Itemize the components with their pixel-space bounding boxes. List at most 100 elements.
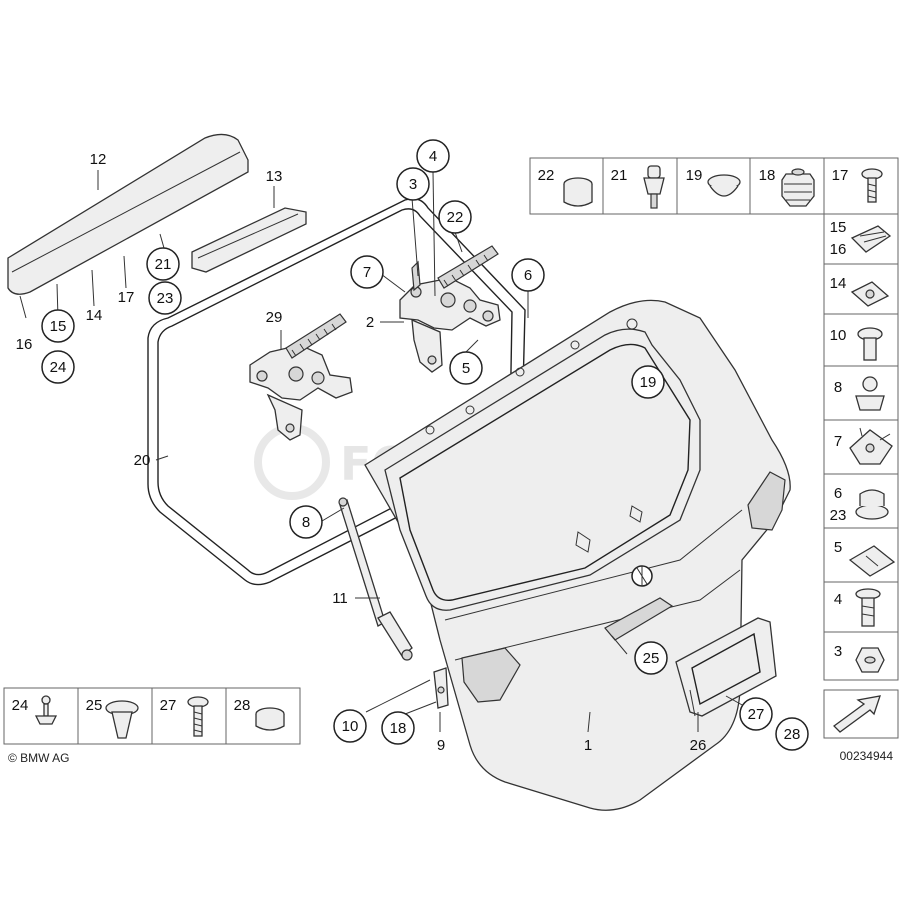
expansion-clip-icon	[105, 700, 139, 739]
right-legend-15: 15	[830, 219, 847, 236]
spoiler-trim-part	[191, 207, 307, 273]
leader-lines	[19, 170, 745, 733]
tailgate-part	[364, 299, 791, 811]
right-legend-5: 5	[834, 539, 842, 556]
callout-circle-22	[438, 200, 472, 234]
callout-17: 17	[118, 289, 135, 306]
bottom-legend-27: 27	[160, 697, 177, 714]
callout-circle-4	[416, 139, 450, 173]
shim-plate-icon	[848, 545, 896, 577]
callout-circle-27	[739, 697, 773, 731]
callout-7: 7	[363, 264, 371, 281]
callout-circle-6	[511, 258, 545, 292]
callout-circle-24	[41, 350, 75, 384]
callout-15: 15	[50, 318, 67, 335]
collar-nut-icon	[855, 489, 889, 520]
callout-13: 13	[266, 168, 283, 185]
spoiler-part	[7, 133, 249, 295]
right-legend-7: 7	[834, 433, 842, 450]
clip-icon	[643, 165, 665, 209]
callout-circle-7	[350, 255, 384, 289]
callout-circle-28	[775, 717, 809, 751]
callout-25: 25	[643, 650, 660, 667]
callout-6: 6	[524, 267, 532, 284]
callout-5: 5	[462, 360, 470, 377]
hex-nut-icon	[855, 647, 885, 673]
buffer-icon	[781, 168, 815, 207]
right-legend-8: 8	[834, 379, 842, 396]
right-legend-table: 15 16 14 10 8 7 6 23	[823, 213, 899, 681]
callout-20: 20	[134, 452, 151, 469]
right-legend-23: 23	[830, 507, 847, 524]
ball-stud-icon	[855, 376, 885, 411]
callout-9: 9	[437, 737, 445, 754]
figure-number: 00234944	[840, 749, 894, 763]
tapping-screw-icon	[187, 696, 209, 737]
right-hinge-part	[399, 245, 501, 373]
callout-circle-25	[634, 641, 668, 675]
callout-circle-3	[396, 167, 430, 201]
bottom-legend-24: 24	[12, 697, 29, 714]
right-legend-4: 4	[834, 591, 842, 608]
bottom-legend-25: 25	[86, 697, 103, 714]
top-legend-18: 18	[759, 167, 776, 184]
callout-3: 3	[409, 176, 417, 193]
screw-icon	[861, 168, 883, 203]
bottom-legend-28: 28	[234, 697, 251, 714]
callout-12: 12	[90, 151, 107, 168]
bolt-icon	[857, 327, 883, 361]
hex-bolt-icon	[855, 588, 881, 627]
callout-4: 4	[429, 148, 437, 165]
right-legend-14: 14	[830, 275, 847, 292]
callout-circle-23	[148, 281, 182, 315]
left-hinge-part	[249, 313, 353, 441]
right-legend-16: 16	[830, 241, 847, 258]
emblem-clip-icon	[850, 225, 892, 253]
right-legend-10: 10	[830, 327, 847, 344]
callout-19: 19	[640, 374, 657, 391]
rubber-buffer-icon	[255, 707, 285, 731]
callout-29: 29	[266, 309, 283, 326]
gas-strut-part	[338, 497, 413, 661]
top-legend-22: 22	[538, 167, 555, 184]
callout-28: 28	[784, 726, 801, 743]
callout-circle-21	[146, 247, 180, 281]
latch-icon	[849, 427, 893, 465]
bottom-legend-table: 24 25 27 28	[3, 687, 301, 745]
callout-21: 21	[155, 256, 172, 273]
callout-11: 11	[332, 590, 348, 607]
cap-icon	[563, 177, 593, 207]
callout-18: 18	[390, 720, 407, 737]
callout-26: 26	[690, 737, 707, 754]
callout-2: 2	[366, 314, 374, 331]
top-legend-19: 19	[686, 167, 703, 184]
callout-22: 22	[447, 209, 464, 226]
callout-1: 1	[584, 737, 592, 754]
callout-16: 16	[16, 336, 33, 353]
callout-circle-10	[333, 709, 367, 743]
callout-circle-18	[381, 711, 415, 745]
copyright: © BMW AG	[8, 751, 70, 765]
top-legend-17: 17	[832, 167, 849, 184]
callout-27: 27	[748, 706, 765, 723]
push-rivet-icon	[34, 695, 58, 725]
callout-circle-5	[449, 351, 483, 385]
callout-circle-19	[631, 365, 665, 399]
top-legend-21: 21	[611, 167, 628, 184]
right-legend-6: 6	[834, 485, 842, 502]
callouts: 12 13 4 3 22 7 6 2 5 29 21 23 17 14 15 1…	[16, 139, 809, 754]
license-bracket-part	[675, 617, 777, 717]
callout-circle-8	[289, 505, 323, 539]
callout-8: 8	[302, 514, 310, 531]
right-legend-3: 3	[834, 643, 842, 660]
bracket-part	[433, 667, 449, 709]
callout-10: 10	[342, 718, 359, 735]
speed-nut-icon	[850, 281, 890, 307]
callout-circle-15	[41, 309, 75, 343]
orientation-arrow-icon	[823, 689, 899, 739]
plug-icon	[707, 174, 741, 197]
top-legend-table: 22 21 19 18 17	[529, 157, 899, 215]
callout-23: 23	[157, 290, 174, 307]
callout-24: 24	[50, 359, 67, 376]
